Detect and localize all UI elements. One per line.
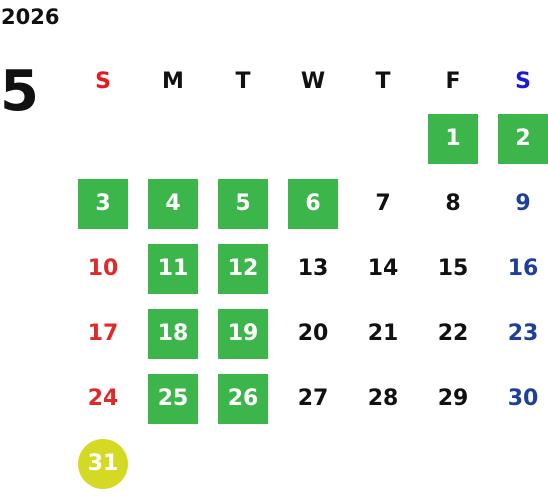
holiday-date[interactable]: 4 [148,178,198,229]
date-number[interactable]: 8 [445,191,461,216]
holiday-date[interactable]: 1 [428,113,478,164]
holiday-date[interactable]: 18 [148,308,198,359]
day-cell[interactable]: 10 [68,236,138,301]
date-number[interactable]: 27 [297,386,329,411]
day-cell[interactable]: 29 [418,366,488,431]
day-cell[interactable]: 14 [348,236,418,301]
date-number[interactable]: 21 [367,321,399,346]
weekday-header-tue: T [235,68,251,94]
day-cell[interactable]: 9 [488,171,548,236]
day-cell[interactable]: 13 [278,236,348,301]
day-cell[interactable]: 20 [278,301,348,366]
day-cell[interactable]: 26 [208,366,278,431]
date-number[interactable]: 22 [437,321,469,346]
weekday-header-sun: S [95,68,111,94]
weekday-header-sat: S [515,68,531,94]
date-number[interactable]: 30 [507,386,539,411]
date-number[interactable]: 17 [87,321,119,346]
day-cell[interactable]: 4 [138,171,208,236]
holiday-date[interactable]: 11 [148,243,198,294]
day-cell[interactable]: 22 [418,301,488,366]
date-number[interactable]: 7 [375,191,391,216]
month-number: 5 [0,59,39,124]
day-cell[interactable]: 31 [68,431,138,496]
weekday-header-thu: T [375,68,391,94]
day-cell[interactable]: 5 [208,171,278,236]
holiday-date[interactable]: 12 [218,243,268,294]
day-cell[interactable]: 18 [138,301,208,366]
date-number[interactable]: 14 [367,256,399,281]
holiday-date[interactable]: 19 [218,308,268,359]
date-number[interactable]: 20 [297,321,329,346]
weekday-header-wed: W [300,68,326,94]
date-number[interactable]: 24 [87,386,119,411]
day-cell[interactable]: 1 [418,106,488,171]
holiday-date[interactable]: 3 [78,178,128,229]
date-number[interactable]: 29 [437,386,469,411]
date-number[interactable]: 9 [515,191,531,216]
date-number[interactable]: 13 [297,256,329,281]
empty-cell [348,106,418,171]
date-number[interactable]: 28 [367,386,399,411]
holiday-date[interactable]: 25 [148,373,198,424]
empty-cell [208,106,278,171]
holiday-date[interactable]: 6 [288,178,338,229]
day-cell[interactable]: 16 [488,236,548,301]
year-label: 2026 [1,5,60,29]
date-number[interactable]: 16 [507,256,539,281]
day-cell[interactable]: 7 [348,171,418,236]
day-cell[interactable]: 8 [418,171,488,236]
date-number[interactable]: 15 [437,256,469,281]
day-cell[interactable]: 25 [138,366,208,431]
day-cell[interactable]: 24 [68,366,138,431]
day-cell[interactable]: 3 [68,171,138,236]
today-date[interactable]: 31 [78,438,128,489]
day-cell[interactable]: 2 [488,106,548,171]
day-cell[interactable]: 6 [278,171,348,236]
day-cell[interactable]: 30 [488,366,548,431]
day-cell[interactable]: 15 [418,236,488,301]
holiday-date[interactable]: 2 [498,113,548,164]
empty-cell [278,106,348,171]
day-cell[interactable]: 17 [68,301,138,366]
holiday-date[interactable]: 5 [218,178,268,229]
day-cell[interactable]: 19 [208,301,278,366]
day-cell[interactable]: 27 [278,366,348,431]
holiday-date[interactable]: 26 [218,373,268,424]
day-cell[interactable]: 21 [348,301,418,366]
day-cell[interactable]: 23 [488,301,548,366]
day-cell[interactable]: 28 [348,366,418,431]
weekday-header-fri: F [445,68,461,94]
day-cell[interactable]: 11 [138,236,208,301]
empty-cell [138,106,208,171]
weekday-header-mon: M [162,68,184,94]
date-number[interactable]: 10 [87,256,119,281]
date-number[interactable]: 23 [507,321,539,346]
empty-cell [68,106,138,171]
day-cell[interactable]: 12 [208,236,278,301]
